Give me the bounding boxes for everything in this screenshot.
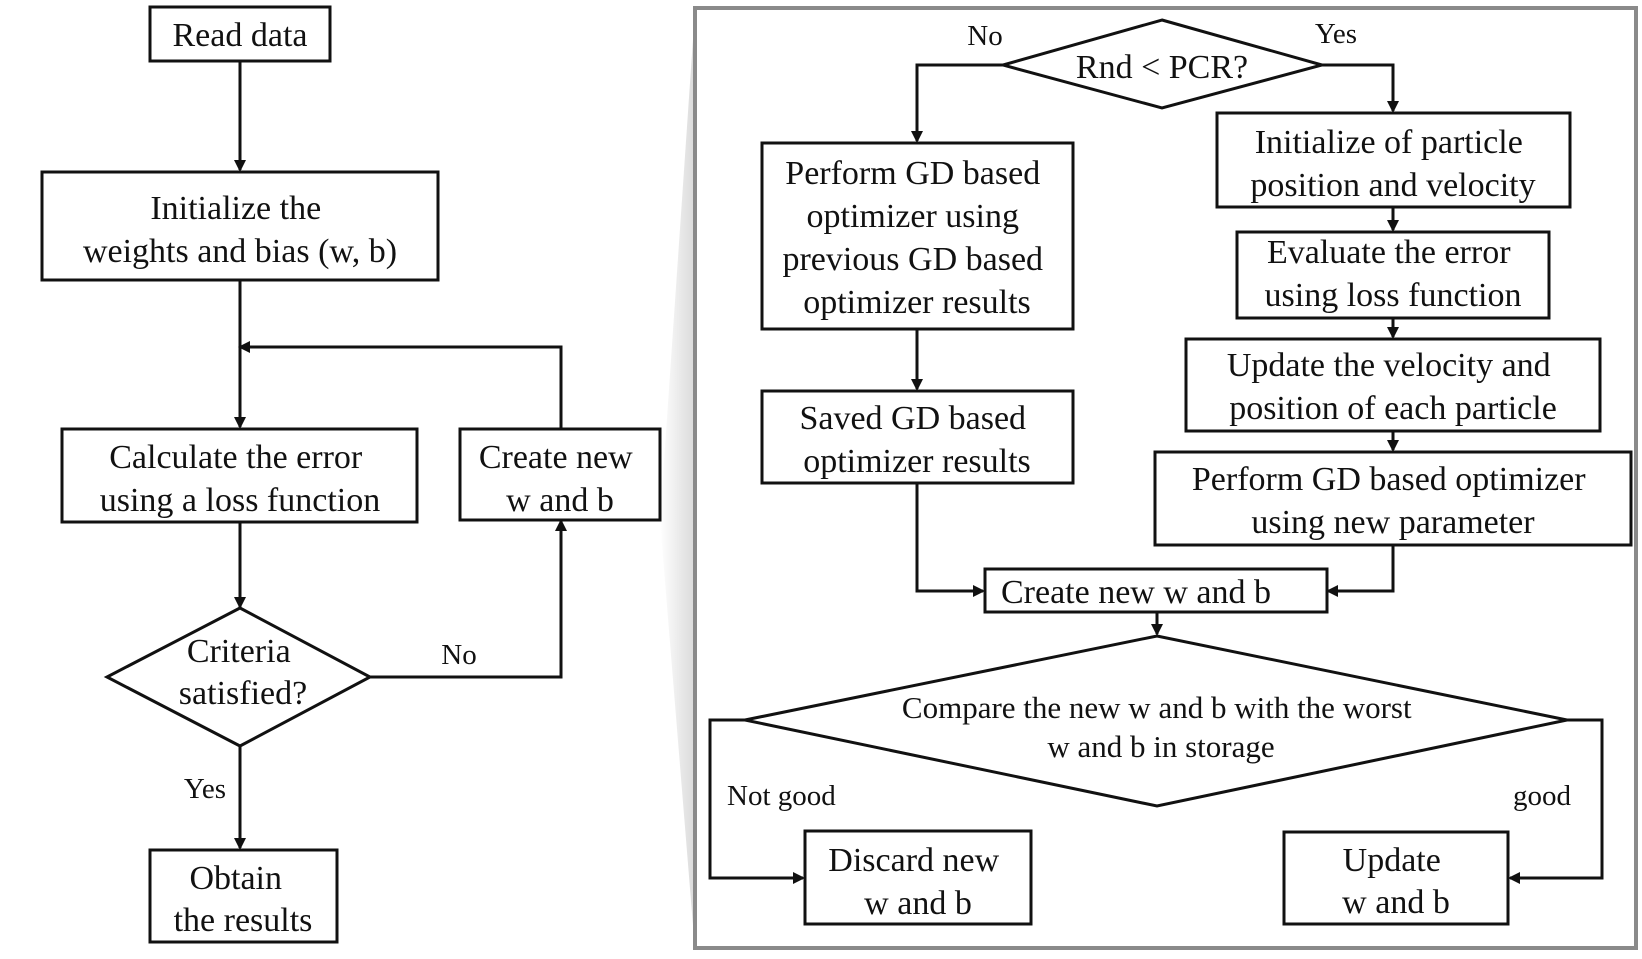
criteria-diamond	[103, 606, 374, 748]
edge-perform-new-to-create	[1326, 546, 1395, 597]
obtain-results-text: Obtain the results	[174, 860, 313, 939]
rnd-yes-label: Yes	[1315, 18, 1357, 50]
discard-text: Discard new w and b	[828, 842, 1007, 922]
update-velocity-box	[1184, 337, 1602, 433]
evaluate-error-box	[1235, 230, 1551, 320]
rnd-pcr-diamond	[997, 18, 1328, 110]
create-new-wb-box	[983, 567, 1329, 614]
compare-diamond	[744, 634, 1568, 808]
create-new-box	[458, 427, 662, 522]
create-new-wb-text: Create new w and b	[1001, 574, 1271, 611]
init-particle-box	[1215, 111, 1572, 209]
edge-rnd-yes	[1322, 63, 1399, 113]
zoom-connector	[660, 10, 695, 950]
rnd-pcr-text: Rnd < PCR?	[1076, 49, 1248, 86]
init-particle-text: Initialize of particle position and velo…	[1250, 124, 1535, 204]
rnd-no-label: No	[967, 20, 1002, 52]
read-data-text: Read data	[173, 17, 308, 54]
edge-compare-not-good	[708, 718, 805, 884]
edge-compare-good	[1508, 718, 1604, 884]
saved-gd-box	[760, 389, 1075, 485]
initialize-text: Initialize the weights and bias (w, b)	[83, 190, 397, 270]
edge-create-to-loop	[238, 341, 563, 429]
criteria-no-label: No	[441, 639, 476, 671]
good-label: good	[1513, 780, 1572, 812]
update-wb-text: Update w and b	[1342, 842, 1450, 921]
criteria-yes-label: Yes	[184, 773, 226, 805]
edge-rnd-no	[911, 63, 1003, 143]
obtain-results-box	[148, 848, 339, 944]
not-good-label: Not good	[727, 780, 836, 812]
edge-saved-to-create	[915, 484, 985, 597]
calculate-error-box	[60, 427, 419, 524]
perform-gd-new-text: Perform GD based optimizer using new par…	[1192, 461, 1594, 541]
read-data-box	[148, 5, 332, 63]
criteria-text: Criteria satisfied?	[179, 633, 307, 712]
update-wb-box	[1282, 830, 1510, 926]
discard-box	[803, 829, 1033, 926]
calculate-error-text: Calculate the error using a loss functio…	[100, 439, 380, 519]
perform-gd-previous-box	[760, 141, 1075, 331]
perform-gd-previous-text: Perform GD based optimizer using previou…	[782, 155, 1051, 321]
perform-gd-new-box	[1153, 450, 1633, 547]
evaluate-error-text: Evaluate the error using loss function	[1265, 234, 1522, 314]
edge-criteria-no	[370, 519, 567, 679]
update-velocity-text: Update the velocity and position of each…	[1227, 347, 1559, 427]
saved-gd-text: Saved GD based optimizer results	[799, 400, 1034, 480]
create-new-text: Create new w and b	[479, 439, 641, 519]
initialize-box	[40, 170, 440, 282]
compare-text: Compare the new w and b with the worst w…	[902, 689, 1420, 764]
